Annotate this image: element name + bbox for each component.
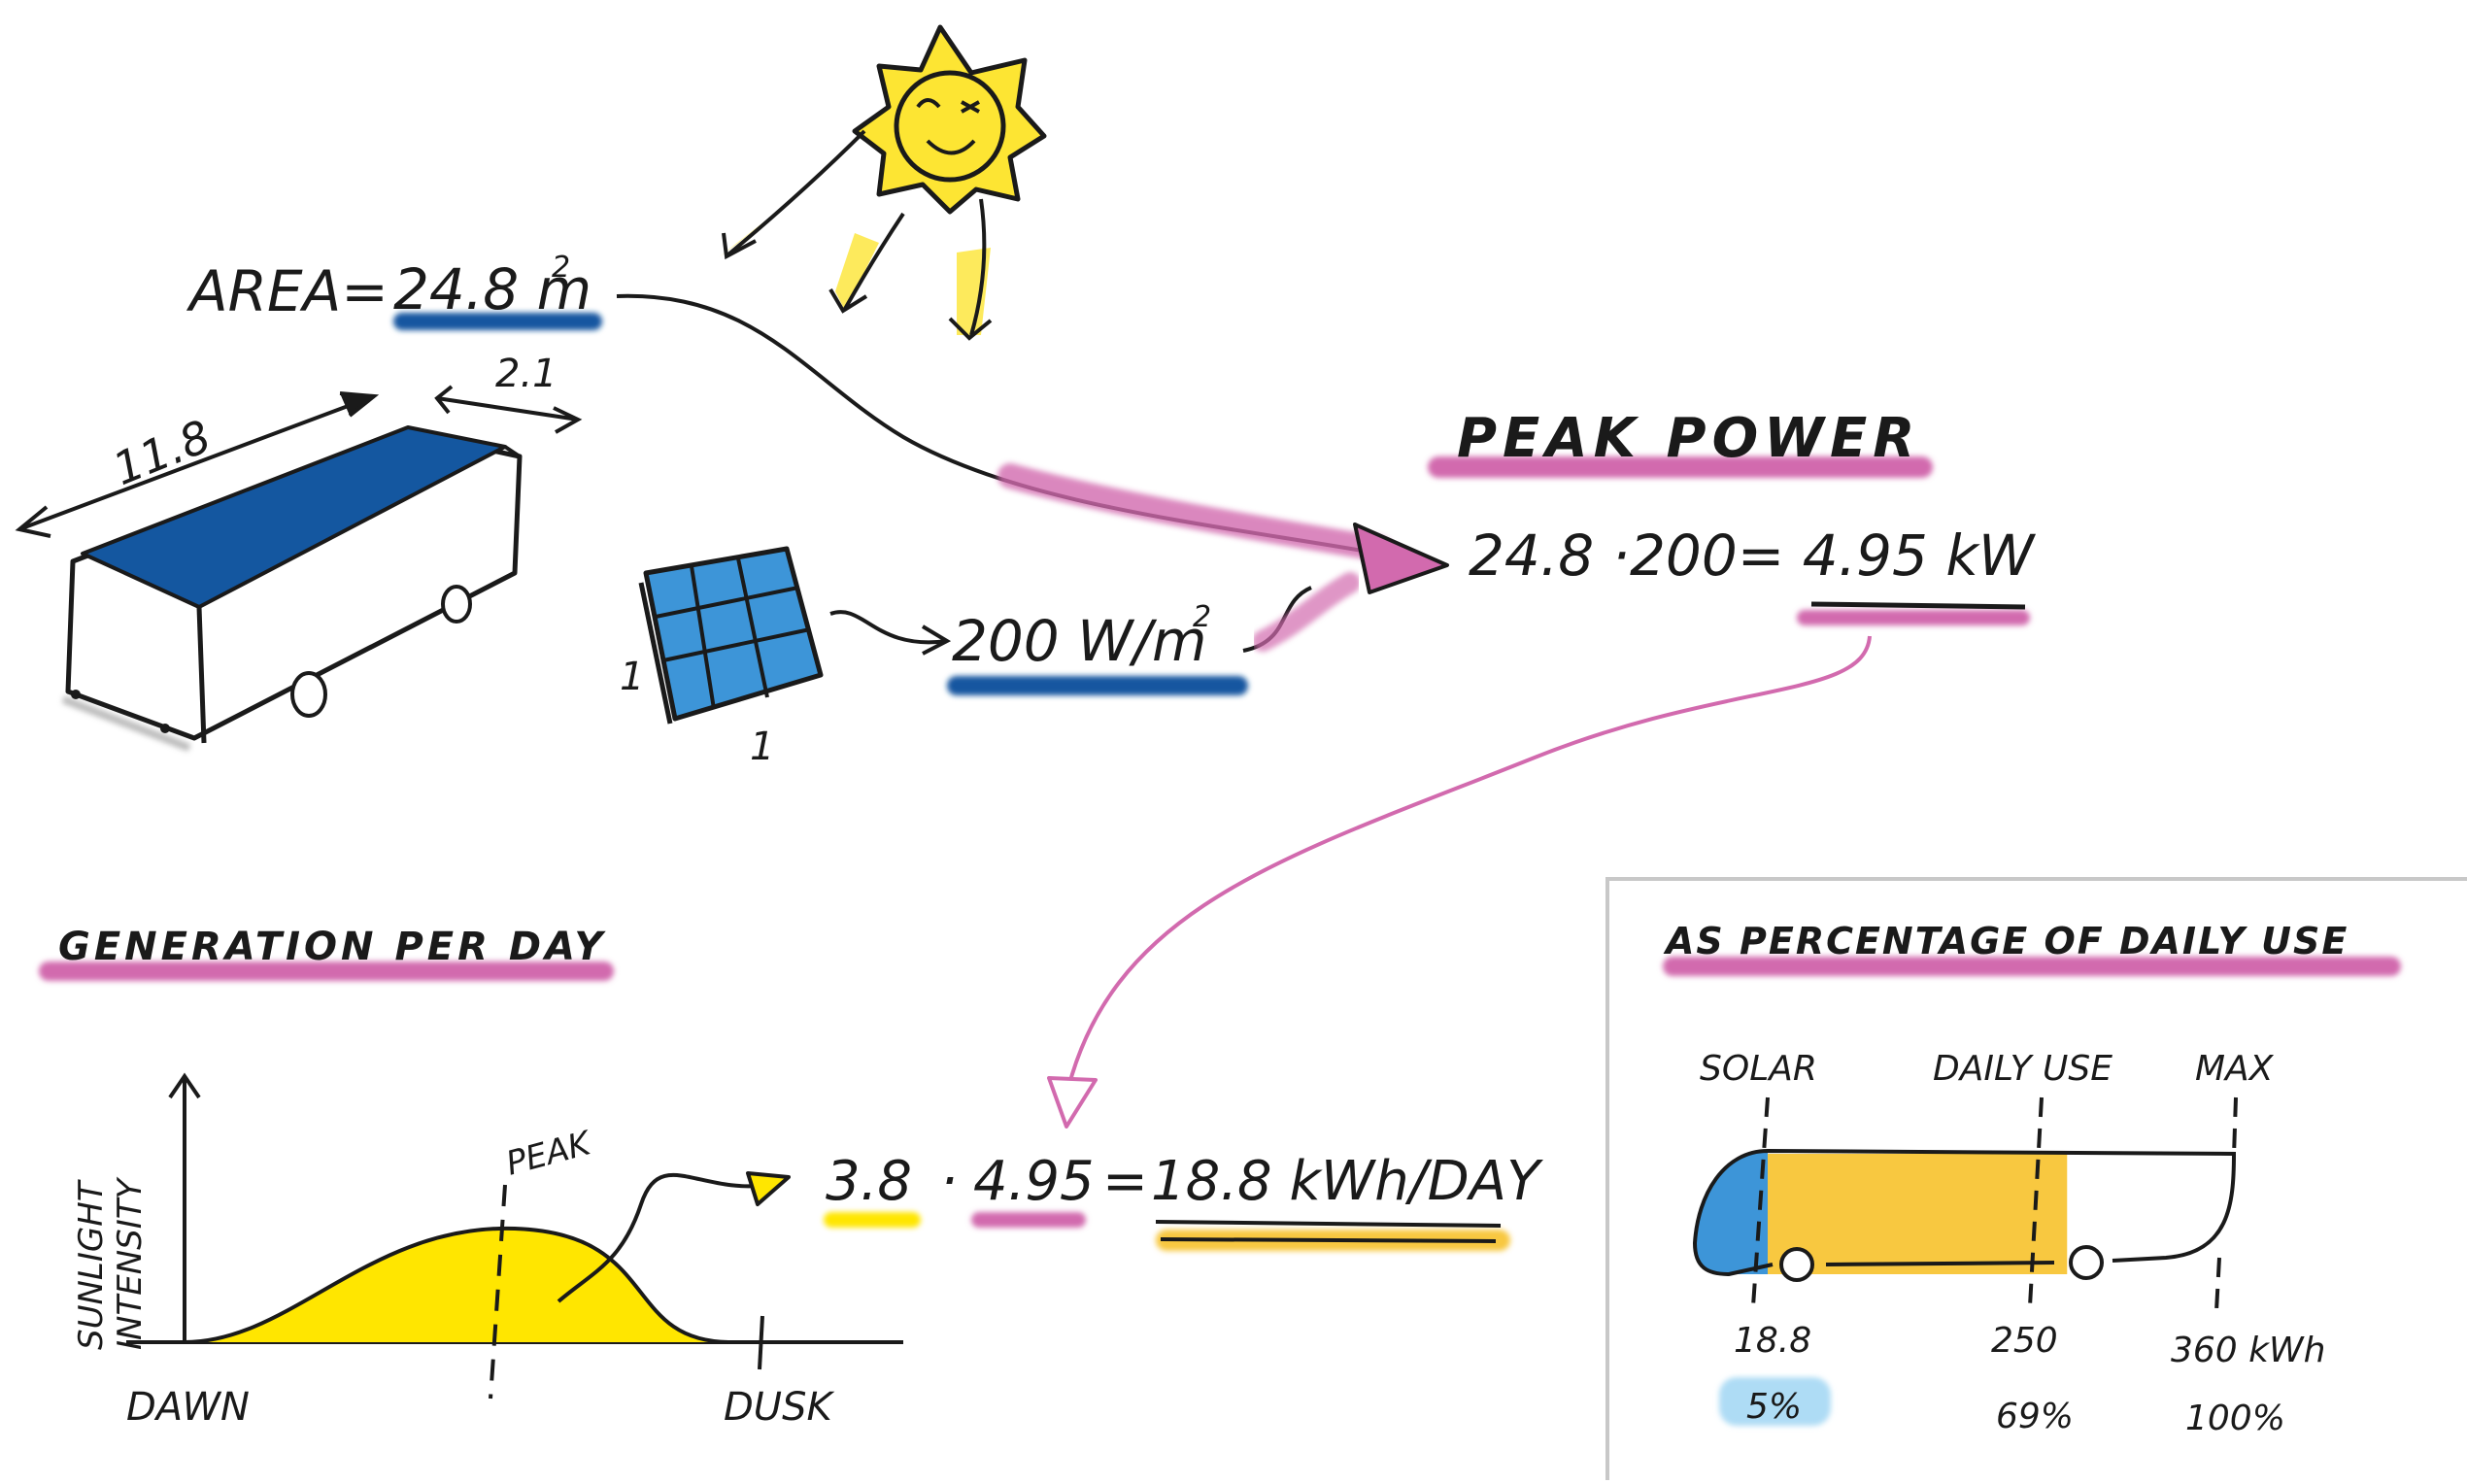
solar-panel-icon: 1 1 — [620, 546, 824, 769]
irradiance-highlight — [947, 676, 1248, 695]
bus-length-label: 11.8 — [106, 410, 218, 495]
equation-hours: 3.8 — [826, 1150, 912, 1213]
y-axis-label-line-2: INTENSITY — [111, 1176, 150, 1350]
daily-use-value: 250 — [1991, 1321, 2058, 1361]
percentage-panel: AS PERCENTAGE OF DAILY USE SOLAR DAILY U… — [1605, 877, 2467, 1480]
dusk-label: DUSK — [724, 1385, 834, 1430]
electric-bus-icon — [61, 425, 523, 752]
area-formula: AREA= 24.8 m 2 — [186, 251, 602, 330]
solar-pct-highlight — [1719, 1377, 1831, 1426]
equation-equals: = — [1102, 1150, 1148, 1213]
solar-pct: 5% — [1746, 1387, 1802, 1427]
panel-to-irradiance-arrow — [829, 610, 948, 645]
area-label: AREA= — [186, 258, 389, 324]
area-value: 24.8 m — [393, 256, 591, 322]
generation-section: GENERATION PER DAY SUNLIGHT INTENSITY PE… — [39, 925, 1543, 1430]
max-pct: 100% — [2185, 1399, 2285, 1438]
area-value-highlight — [393, 313, 602, 330]
max-value: 360 kWh — [2171, 1331, 2325, 1370]
sunlight-curve — [184, 1226, 729, 1344]
equation-dot: · — [940, 1150, 958, 1213]
equation-result: 18.8 kWh/DAY — [1151, 1150, 1543, 1213]
hours-highlight — [824, 1212, 921, 1228]
sun-ray-arrows — [719, 129, 993, 341]
irradiance-exponent: 2 — [1193, 600, 1211, 634]
max-label: MAX — [2195, 1049, 2275, 1089]
generation-title: GENERATION PER DAY — [58, 925, 606, 969]
solar-share-fill — [1695, 1151, 1768, 1274]
daily-use-share-fill — [1768, 1154, 2068, 1274]
power-highlight — [971, 1212, 1086, 1228]
daily-use-dashed-marker — [2028, 1096, 2044, 1307]
peak-to-generation-arrowhead — [1047, 1076, 1098, 1129]
dawn-label: DAWN — [126, 1385, 250, 1430]
area-to-peak-highlight — [997, 463, 1392, 561]
peak-power-section: PEAK POWER 24.8 ·200= 4.95 kW — [1428, 407, 2037, 625]
irradiance-value: 200 W/m 2 — [947, 600, 1248, 695]
max-dashed-marker — [2214, 1096, 2238, 1312]
bus-width-label: 2.1 — [495, 352, 558, 396]
bus-bar-front-wheel — [1779, 1247, 1814, 1282]
peak-power-title: PEAK POWER — [1457, 407, 1920, 470]
peak-power-formula: 24.8 ·200= 4.95 kW — [1469, 523, 2037, 589]
solar-value: 18.8 — [1734, 1321, 1811, 1361]
peak-power-title-highlight — [1428, 456, 1933, 478]
solar-label: SOLAR — [1700, 1049, 1817, 1089]
panel-side-b-label: 1 — [750, 725, 774, 769]
dusk-tick — [758, 1315, 764, 1370]
smiling-sun-icon — [852, 24, 1047, 215]
peak-to-generation-connector — [1066, 635, 1872, 1089]
y-axis-label-line-1: SUNLIGHT — [72, 1179, 111, 1350]
peak-power-result-highlight — [1797, 610, 2030, 625]
panel-side-a-label: 1 — [620, 655, 644, 699]
percentage-panel-frame — [1605, 877, 2467, 1480]
curve-to-equation-arrow — [557, 1172, 768, 1303]
area-to-peak-connector — [616, 293, 1380, 556]
peak-dashed-line — [489, 1184, 507, 1400]
peak-label: PEAK — [502, 1124, 597, 1184]
daily-use-pct: 69% — [1996, 1397, 2074, 1436]
percentage-title-highlight — [1663, 957, 2401, 976]
daily-use-label: DAILY USE — [1933, 1049, 2112, 1089]
generation-title-highlight — [39, 961, 614, 981]
bus-bar-outline — [1692, 1149, 2237, 1277]
equation-power: 4.95 — [973, 1150, 1095, 1213]
sunlight-curve-fill — [185, 1228, 728, 1342]
percentage-title: AS PERCENTAGE OF DAILY USE — [1663, 920, 2349, 962]
bus-bar-rear-wheel — [2069, 1245, 2104, 1280]
irradiance-text: 200 W/m — [952, 608, 1207, 674]
solar-dashed-marker — [1751, 1096, 1770, 1307]
area-exponent: 2 — [552, 251, 570, 285]
result-double-underline — [1155, 1220, 1502, 1243]
area-to-peak-arrowhead — [1353, 523, 1449, 594]
